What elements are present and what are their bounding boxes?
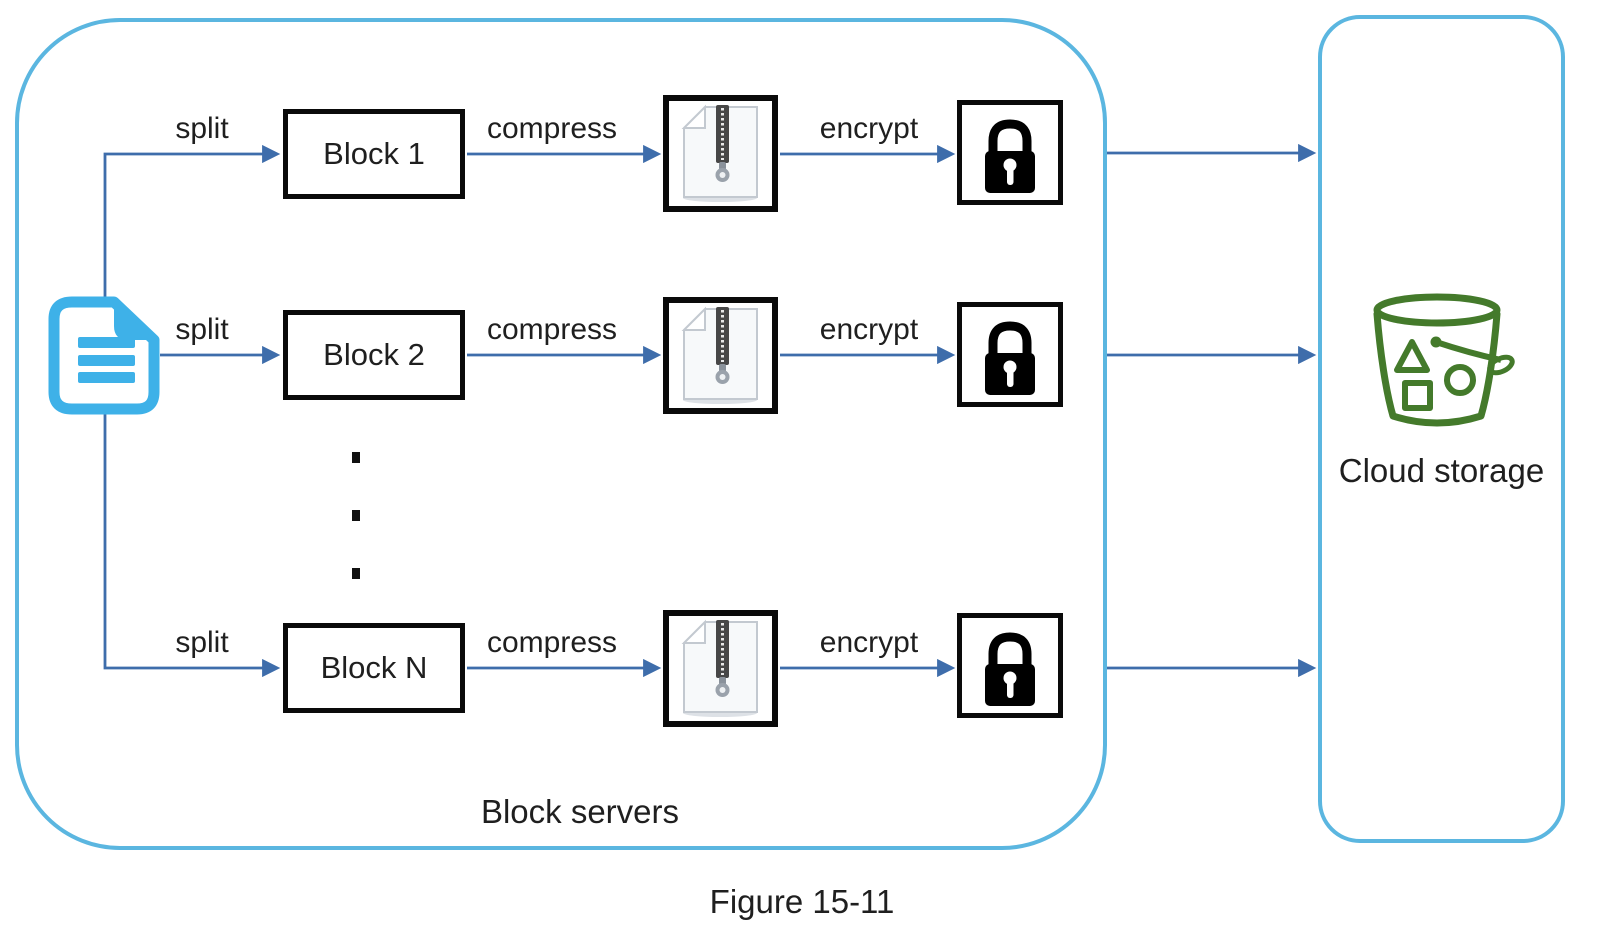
bucket-icon (1373, 293, 1515, 427)
zip-file-icon-row1 (663, 95, 778, 212)
encrypt-label-row2: encrypt (819, 313, 919, 346)
zip-file-icon (681, 306, 758, 404)
lock-icon (985, 321, 1035, 395)
zip-file-icon-row2 (663, 297, 778, 414)
vertical-ellipsis-dot (352, 568, 360, 579)
figure-caption: Figure 15-11 (709, 883, 895, 920)
block-2-label: Block 2 (323, 337, 425, 372)
document-icon (48, 296, 160, 415)
zip-file-icon (681, 619, 758, 717)
block-n-box: Block N (283, 623, 465, 713)
compress-label-row2: compress (486, 313, 618, 346)
compress-label-row1: compress (486, 112, 618, 145)
split-label-row2: split (175, 313, 229, 346)
block-servers-container (15, 18, 1107, 850)
block-2-box: Block 2 (283, 310, 465, 400)
split-label-row1: split (175, 112, 229, 145)
zip-file-icon (681, 104, 758, 202)
cloud-storage-label: Cloud storage (1338, 452, 1545, 489)
encrypt-label-rown: encrypt (819, 626, 919, 659)
lock-icon-rown (957, 613, 1063, 718)
lock-icon-row2 (957, 302, 1063, 407)
encrypt-label-row1: encrypt (819, 112, 919, 145)
cloud-storage-container (1318, 15, 1565, 843)
block-1-label: Block 1 (323, 136, 425, 171)
lock-icon-row1 (957, 100, 1063, 205)
lock-icon (985, 632, 1035, 706)
vertical-ellipsis-dot (352, 452, 360, 463)
block-n-label: Block N (320, 650, 428, 685)
block-servers-label: Block servers (480, 793, 680, 830)
zip-file-icon-rown (663, 610, 778, 727)
block-1-box: Block 1 (283, 109, 465, 199)
compress-label-rown: compress (486, 626, 618, 659)
split-label-rown: split (175, 626, 229, 659)
vertical-ellipsis-dot (352, 510, 360, 521)
lock-icon (985, 119, 1035, 193)
